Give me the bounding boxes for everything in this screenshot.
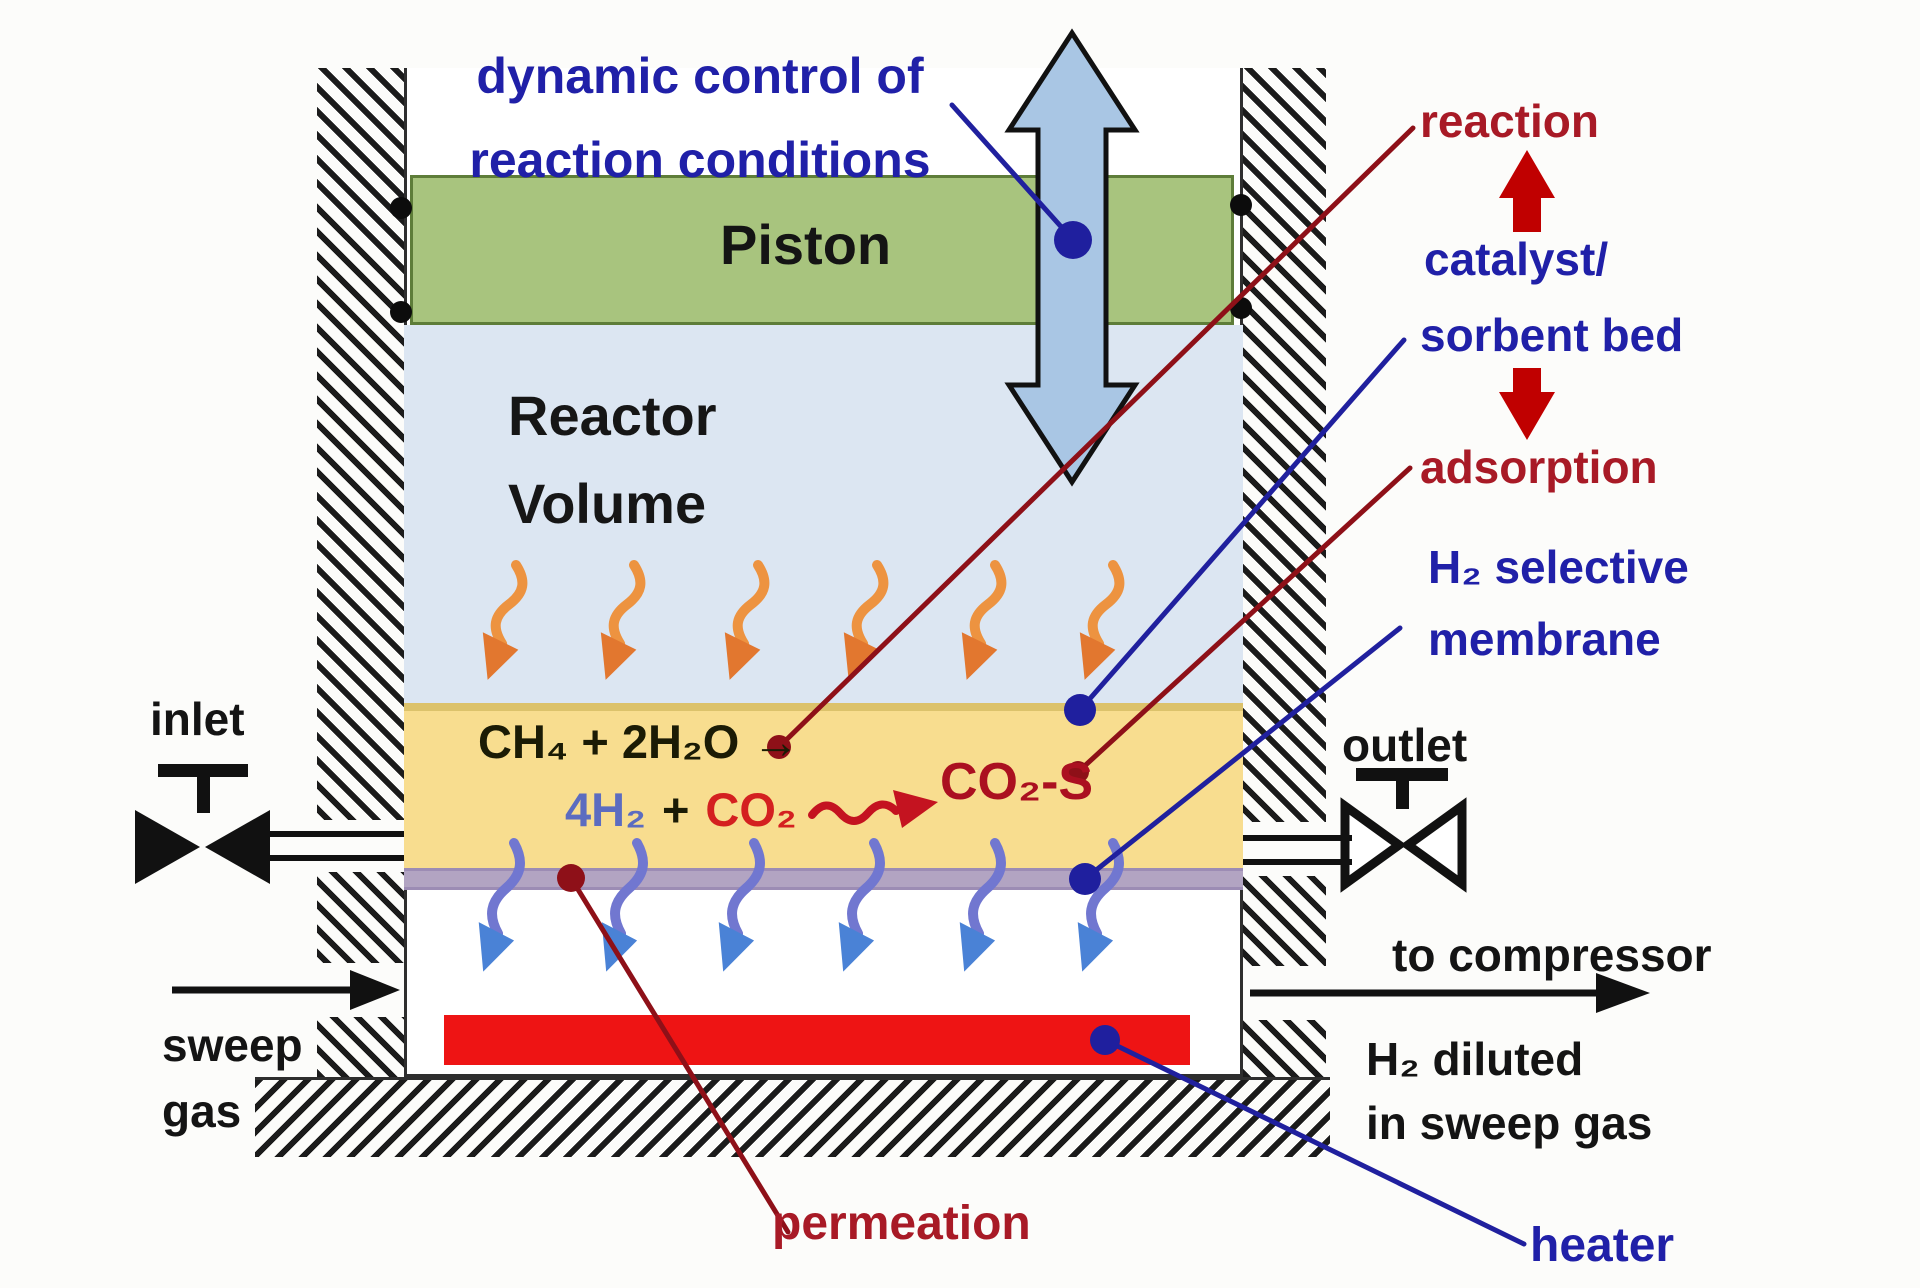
sweep-label-line1: sweep: [162, 1019, 303, 1071]
to-compressor-label: to compressor: [1392, 929, 1712, 981]
piston-label: Piston: [720, 213, 892, 276]
equation-co2: CO₂: [705, 783, 797, 836]
catalyst-sorbent-bed-region: [404, 703, 1243, 868]
sweep-label-line2: gas: [162, 1085, 242, 1137]
callout-lines: [568, 102, 1527, 1247]
equation-h2: 4H₂: [565, 783, 646, 836]
equation-plus: +: [661, 783, 690, 836]
callout-dots: [557, 221, 1120, 1055]
catalyst-label-line1: catalyst/: [1424, 233, 1609, 285]
inlet-port-gap: [317, 820, 404, 872]
left-wall-hatch: [317, 68, 404, 1077]
permeation-callout-line: [568, 875, 791, 1235]
dynamic-control-line1: dynamic control of: [476, 48, 924, 104]
bottom-wall-hatch: [255, 1077, 1330, 1157]
h2-membrane-region: [404, 868, 1243, 890]
reactor-volume-line1: Reactor: [508, 384, 717, 447]
compressor-arrow-icon: [1250, 973, 1650, 1013]
heater-label: heater: [1530, 1219, 1675, 1272]
inlet-valve-icon: [135, 764, 270, 884]
membrane-callout-dot: [1069, 863, 1101, 895]
catalyst-callout-line: [1077, 337, 1407, 713]
equation-co2-sorbed: CO₂-S: [940, 753, 1094, 811]
outlet-valve-icon: [1340, 768, 1467, 893]
dynamic-control-callout-line: [949, 102, 1076, 243]
piston-callout-dot: [1054, 221, 1092, 259]
dynamic-control-note: dynamic control of reaction conditions: [440, 34, 960, 202]
membrane-label-line1: H₂ selective: [1428, 541, 1689, 593]
reaction-label: reaction: [1420, 95, 1599, 147]
h2-diluted-label-line1: H₂ diluted: [1366, 1033, 1584, 1085]
reaction-up-arrow-icon: [1499, 150, 1555, 232]
sweep-gas-arrow-icon: [172, 970, 400, 1010]
heat-flux-arrows-icon: [475, 561, 1130, 684]
outlet-label: outlet: [1342, 719, 1468, 771]
inlet-pipe: [266, 831, 404, 861]
equation-line1: CH₄ + 2H₂O →: [478, 715, 800, 768]
adsorption-label: adsorption: [1420, 441, 1658, 493]
reaction-callout-line: [776, 125, 1416, 750]
heater-callout-line: [1102, 1037, 1527, 1247]
reactor-volume-label: Reactor Volume: [508, 372, 717, 548]
catalyst-label-line2: sorbent bed: [1420, 309, 1684, 361]
sweep-gas-label: sweep gas: [162, 1012, 303, 1144]
reaction-callout-dot: [767, 735, 791, 759]
permeate-flux-arrows-icon: [470, 839, 1129, 976]
outlet-pipe: [1243, 835, 1352, 865]
catalyst-callout-dot: [1064, 694, 1096, 726]
adsorption-callout-line: [1075, 465, 1413, 775]
membrane-label-line2: membrane: [1428, 613, 1661, 665]
reactor-volume-line2: Volume: [508, 472, 707, 535]
equation-line2: 4H₂ + CO₂: [565, 782, 797, 837]
h2-diluted-label-line2: in sweep gas: [1366, 1097, 1653, 1149]
membrane-callout-line: [1082, 625, 1403, 882]
permeation-label: permeation: [772, 1197, 1031, 1250]
permeation-callout-dot: [557, 864, 585, 892]
heater-bar: [444, 1015, 1190, 1065]
heater-callout-dot: [1090, 1025, 1120, 1055]
adsorption-callout-dot: [1067, 761, 1089, 783]
adsorption-down-arrow-icon: [1499, 368, 1555, 440]
inlet-label: inlet: [150, 693, 245, 745]
dynamic-control-line2: reaction conditions: [469, 132, 931, 188]
reaction-wavy-arrow-icon: [808, 790, 938, 828]
outlet-port-gap: [1243, 822, 1326, 876]
right-wall-hatch: [1243, 68, 1326, 1077]
